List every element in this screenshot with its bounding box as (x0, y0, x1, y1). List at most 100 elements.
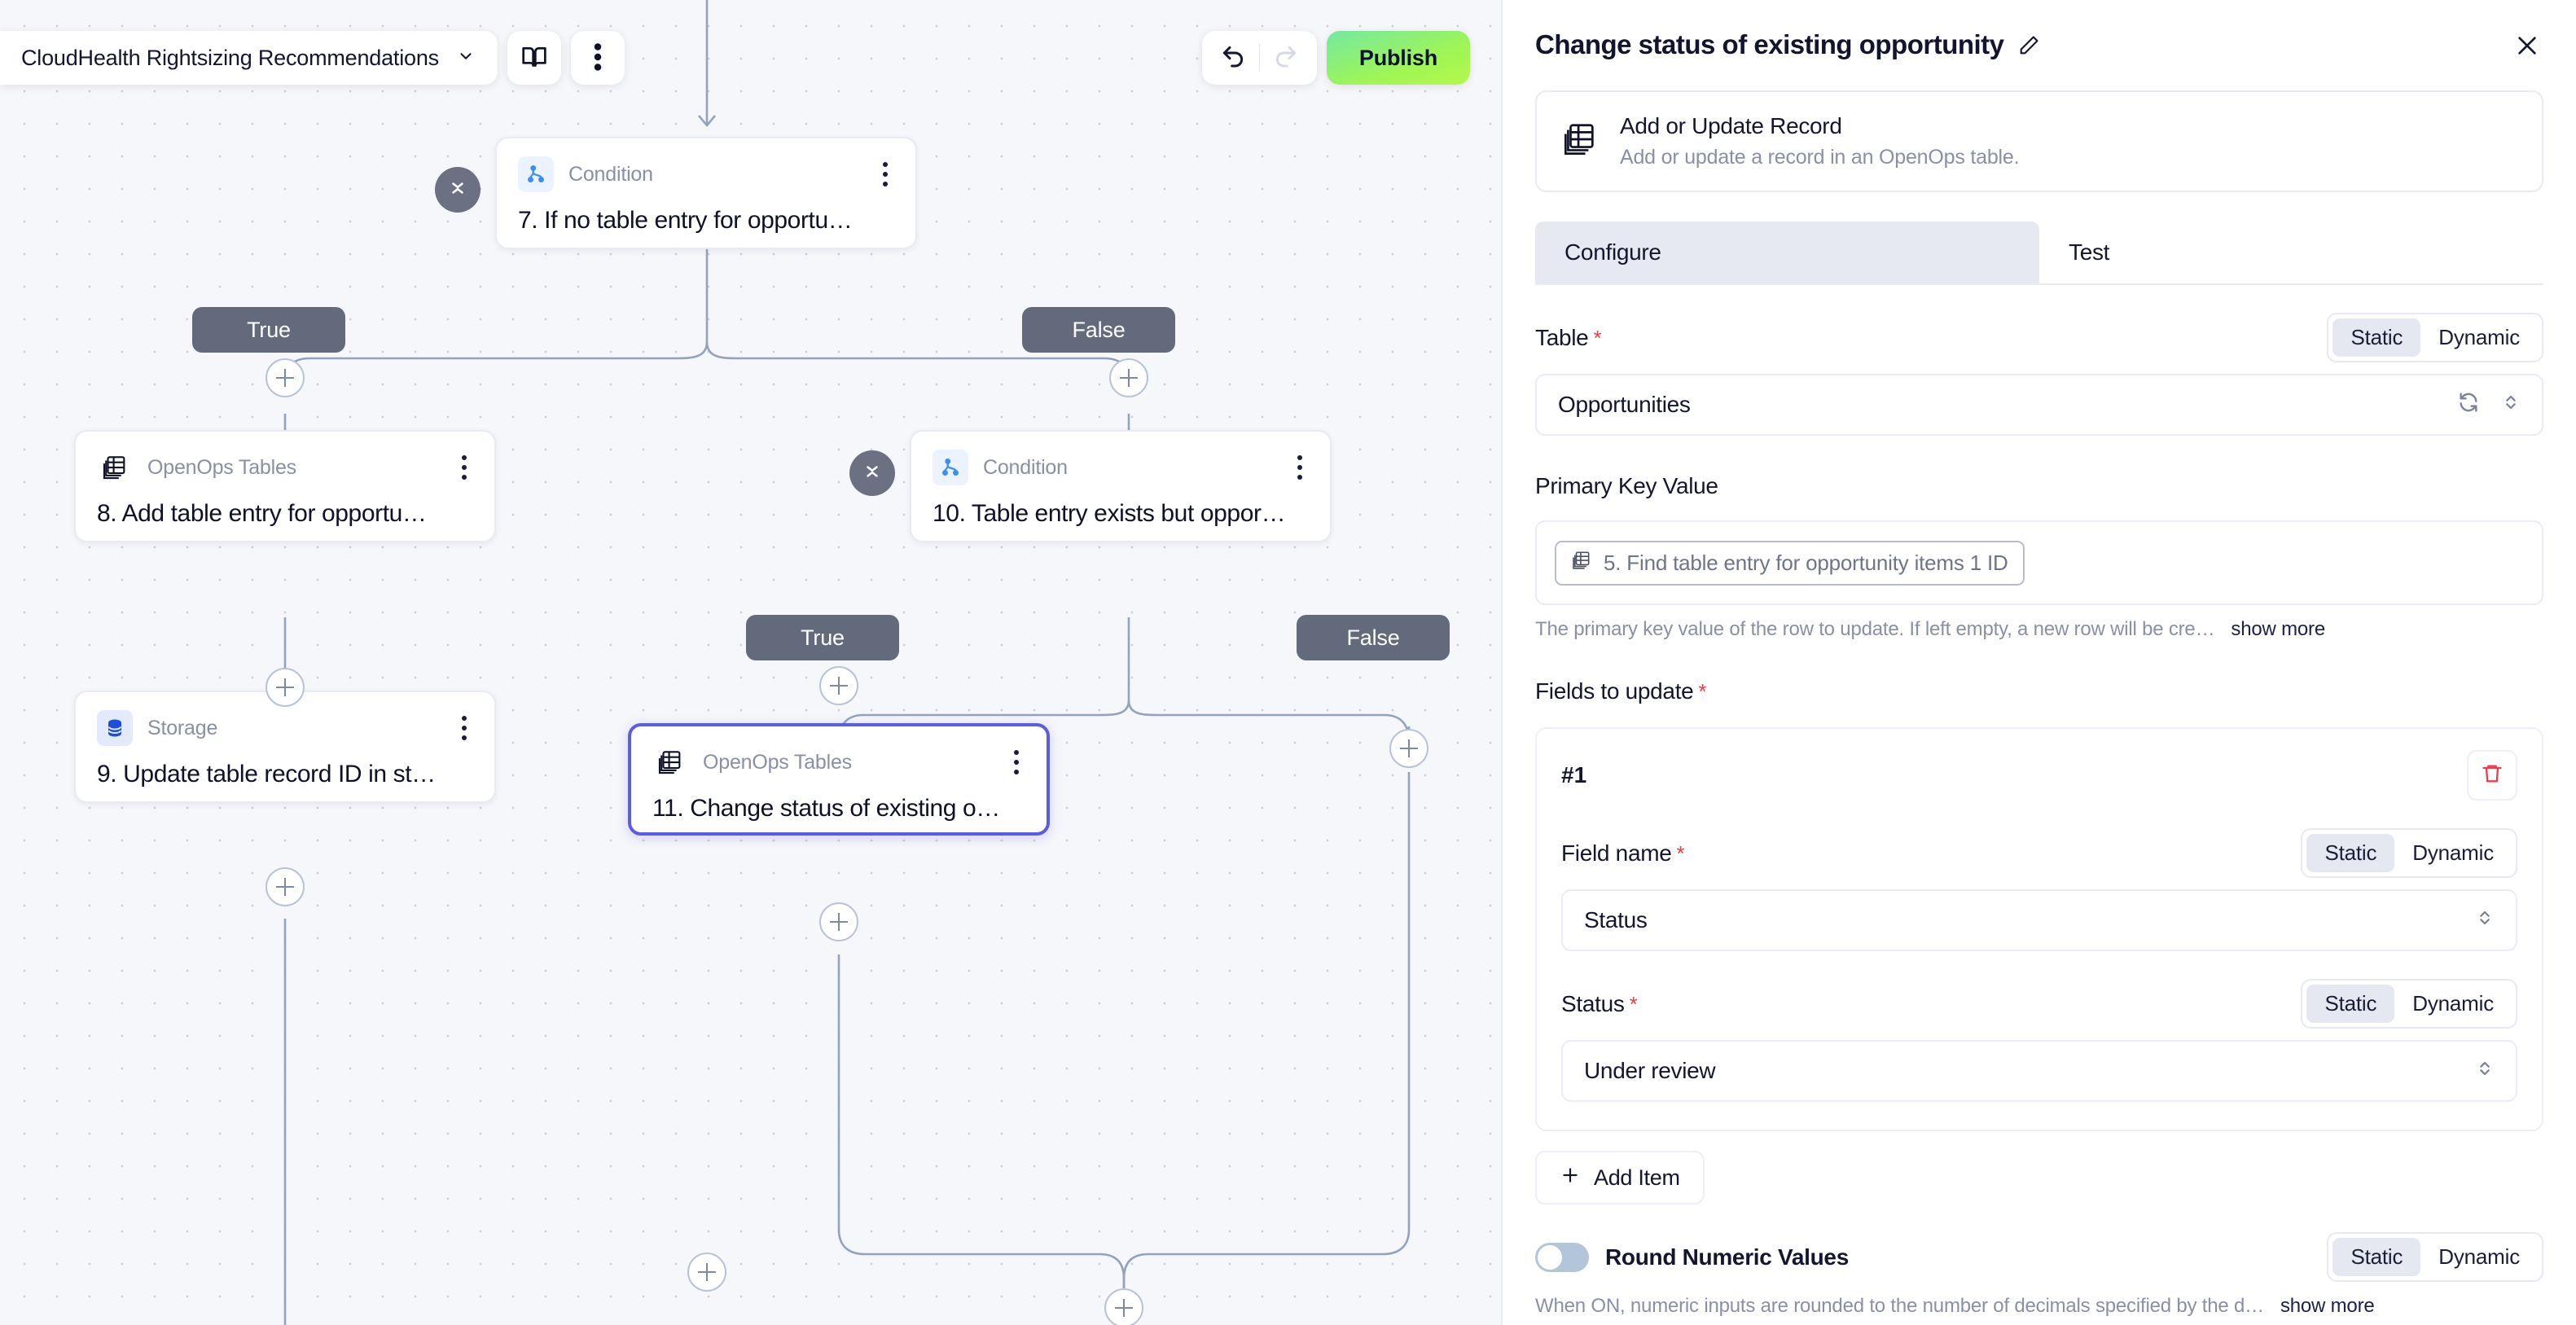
chevrons-up-down-icon (2475, 906, 2495, 935)
node-8-title: 8. Add table entry for opportu… (97, 500, 427, 527)
delete-field-item-1-button[interactable] (2467, 750, 2517, 801)
vertical-dots-icon (594, 42, 602, 74)
panel-header: Change status of existing opportunity (1503, 0, 2576, 66)
pencil-icon[interactable] (2017, 34, 2040, 61)
status-label: Status (1561, 990, 1625, 1016)
branch-label-true-2[interactable]: True (746, 615, 899, 660)
branch-label-false-2[interactable]: False (1297, 615, 1450, 660)
close-x-icon[interactable] (2511, 29, 2543, 66)
add-step-after-node-9[interactable] (265, 867, 305, 906)
add-step-merge-outer[interactable] (687, 1253, 726, 1292)
round-numeric-row: Round Numeric Values Static Dynamic (1535, 1232, 2543, 1282)
workflow-node-11[interactable]: OpenOps Tables 11. Change status of exis… (628, 723, 1050, 836)
undo-arrow-icon (1220, 43, 1246, 73)
node-8-more-menu[interactable] (455, 450, 473, 485)
redo-arrow-icon (1273, 43, 1299, 73)
workflow-name-dropdown[interactable]: CloudHealth Rightsizing Recommendations (0, 31, 498, 85)
step-settings-panel: Change status of existing opportunity Ad… (1501, 0, 2576, 1325)
workflow-node-10[interactable]: Condition 10. Table entry exists but opp… (910, 430, 1332, 542)
toolbar-divider (1258, 44, 1260, 72)
add-step-after-node-8[interactable] (265, 668, 305, 707)
table-stack-icon (97, 450, 133, 485)
canvas-toolbar-right: Publish (1201, 31, 1470, 85)
status-row: Status * Static Dynamic (1561, 979, 2517, 1029)
table-label: Table (1535, 324, 1589, 350)
primary-key-hint-text: The primary key value of the row to upda… (1535, 618, 2215, 640)
field-item-1-header: #1 (1561, 750, 2517, 801)
piece-description: Add or update a record in an OpenOps tab… (1620, 146, 2020, 169)
node-7-more-menu[interactable] (876, 157, 894, 191)
table-mode-static[interactable]: Static (2332, 318, 2421, 357)
node-11-more-menu[interactable] (1007, 745, 1025, 779)
workflow-node-7[interactable]: Condition 7. If no table entry for oppor… (495, 137, 917, 249)
table-select-icons (2457, 391, 2521, 419)
workflow-name-label: CloudHealth Rightsizing Recommendations (21, 45, 439, 70)
field-item-1: #1 Field name * Static Dynamic (1535, 727, 2543, 1131)
branch-label-true-1[interactable]: True (192, 307, 345, 353)
node-9-kind: Storage (147, 716, 218, 739)
field-name-required-asterisk: * (1676, 840, 1685, 866)
canvas-toolbar-left: CloudHealth Rightsizing Recommendations (0, 31, 625, 85)
primary-key-hint: The primary key value of the row to upda… (1535, 618, 2543, 641)
round-numeric-mode-dynamic[interactable]: Dynamic (2438, 1244, 2520, 1269)
status-select-value: Under review (1584, 1058, 1716, 1083)
workflow-node-8[interactable]: OpenOps Tables 8. Add table entry for op… (74, 430, 496, 542)
workflow-node-9[interactable]: Storage 9. Update table record ID in st… (74, 691, 496, 803)
node-10-title: 10. Table entry exists but oppor… (933, 500, 1286, 527)
primary-key-show-more[interactable]: show more (2231, 618, 2325, 640)
add-item-button[interactable]: Add Item (1535, 1151, 1705, 1204)
redo-button[interactable] (1260, 31, 1312, 85)
field-name-row: Field name * Static Dynamic (1561, 828, 2517, 878)
field-name-mode-static[interactable]: Static (2306, 834, 2395, 872)
fields-to-update-row: Fields to update * (1535, 669, 2543, 714)
collapse-node-7-button[interactable] (435, 167, 481, 213)
refresh-icon[interactable] (2457, 391, 2480, 419)
docs-button[interactable] (507, 31, 561, 85)
table-mode-dynamic[interactable]: Dynamic (2438, 325, 2520, 349)
node-9-more-menu[interactable] (455, 711, 473, 745)
add-step-after-false-2[interactable] (1389, 729, 1428, 768)
round-numeric-toggle[interactable] (1535, 1242, 1589, 1272)
primary-key-input[interactable]: 5. Find table entry for opportunity item… (1535, 520, 2543, 605)
table-stack-icon (1571, 550, 1592, 577)
node-8-header: OpenOps Tables (97, 450, 473, 485)
field-item-1-number: #1 (1561, 762, 1587, 788)
node-10-header: Condition (933, 450, 1309, 485)
tab-configure[interactable]: Configure (1535, 222, 2039, 283)
round-numeric-show-more[interactable]: show more (2280, 1295, 2375, 1317)
node-7-kind: Condition (568, 162, 653, 186)
fields-to-update-label: Fields to update (1535, 678, 1694, 704)
publish-button[interactable]: Publish (1326, 31, 1470, 85)
panel-body: Table * Static Dynamic Opportunities (1503, 285, 2576, 1325)
panel-title: Change status of existing opportunity (1535, 29, 2004, 59)
field-name-select-value: Status (1584, 907, 1648, 932)
status-mode-static[interactable]: Static (2306, 985, 2395, 1023)
chevrons-up-down-icon (2501, 391, 2521, 419)
status-mode-dynamic[interactable]: Dynamic (2412, 991, 2494, 1016)
status-select[interactable]: Under review (1561, 1040, 2517, 1102)
panel-tabs: Configure Test (1535, 222, 2543, 285)
primary-key-chip[interactable]: 5. Find table entry for opportunity item… (1555, 540, 2025, 586)
undo-redo-group (1201, 31, 1317, 85)
tab-test[interactable]: Test (2069, 239, 2110, 265)
toggle-knob (1538, 1244, 1562, 1270)
workflow-canvas[interactable]: CloudHealth Rightsizing Recommendations (0, 0, 1501, 1325)
branch-label-false-1[interactable]: False (1022, 307, 1175, 353)
add-step-after-true-2[interactable] (819, 666, 858, 705)
undo-button[interactable] (1207, 31, 1259, 85)
field-name-label: Field name (1561, 840, 1672, 866)
add-step-after-false-1[interactable] (1109, 358, 1148, 397)
field-name-select[interactable]: Status (1561, 889, 2517, 951)
node-9-title: 9. Update table record ID in st… (97, 761, 436, 788)
table-select[interactable]: Opportunities (1535, 374, 2543, 436)
node-10-more-menu[interactable] (1291, 450, 1309, 485)
primary-key-chip-label: 5. Find table entry for opportunity item… (1604, 550, 2008, 575)
add-step-merge-inner[interactable] (1104, 1288, 1143, 1325)
node-10-kind: Condition (983, 455, 1068, 479)
add-step-after-true-1[interactable] (265, 358, 305, 397)
add-step-after-node-11[interactable] (819, 902, 858, 941)
collapse-node-10-button[interactable] (849, 450, 895, 496)
field-name-mode-dynamic[interactable]: Dynamic (2412, 840, 2494, 865)
workflow-more-menu-button[interactable] (570, 31, 625, 85)
round-numeric-mode-static[interactable]: Static (2332, 1238, 2421, 1276)
